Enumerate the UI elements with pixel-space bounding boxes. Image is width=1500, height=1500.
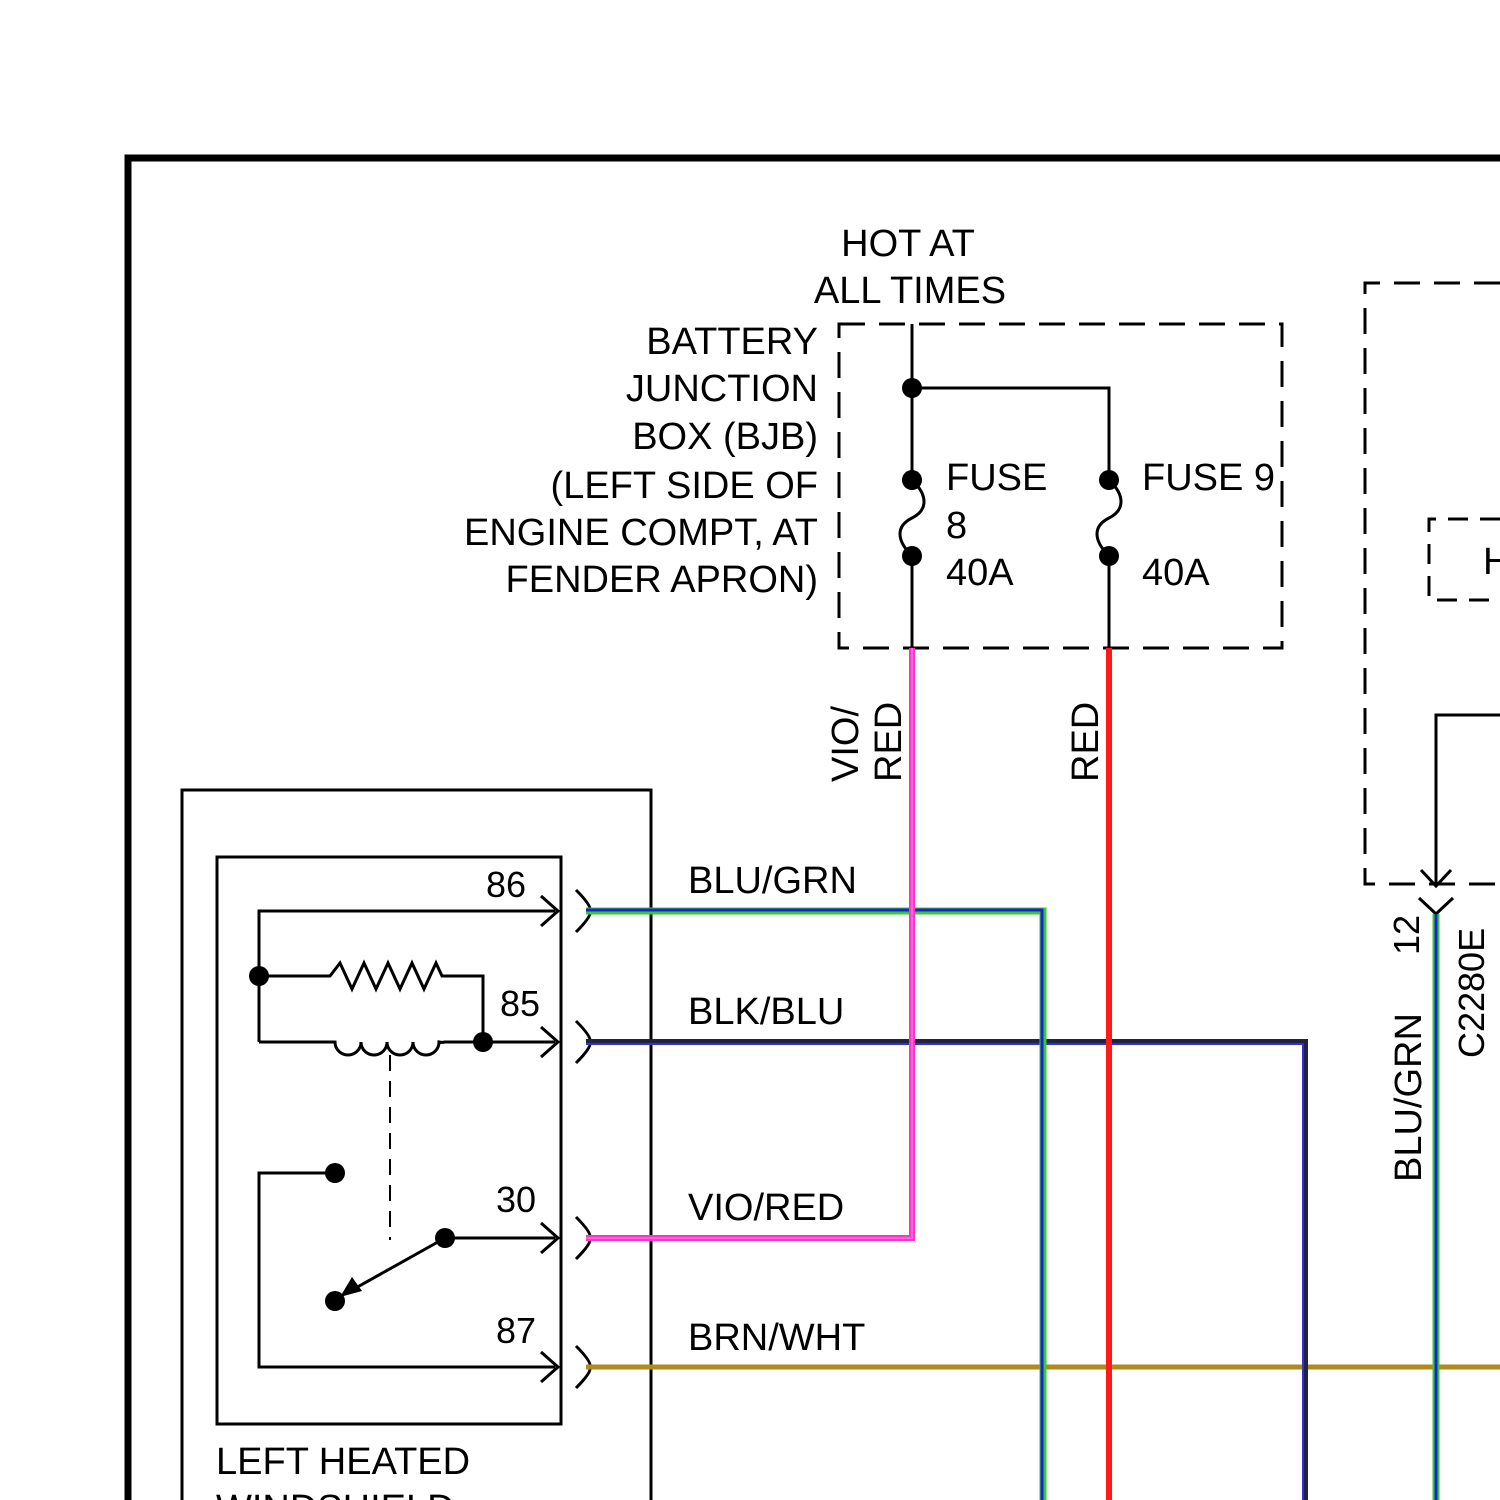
fuse8-rating: 40A xyxy=(946,552,1014,594)
wire-label-vio-red-vertical-2: RED xyxy=(868,702,910,782)
wire-label-brn-wht: BRN/WHT xyxy=(688,1317,865,1359)
relay-caption-line-2: WINDSHIELD xyxy=(216,1488,455,1500)
relay-switch-blade xyxy=(345,1238,445,1294)
bjb-name-line-3: BOX (BJB) xyxy=(632,416,818,458)
wire-blk-blu xyxy=(586,1042,1305,1500)
connector-id-c2280e: C2280E xyxy=(1451,928,1492,1058)
bjb-name-line-4: (LEFT SIDE OF xyxy=(551,465,818,507)
module-feed-line xyxy=(1436,715,1500,884)
wire-label-blk-blu: BLK/BLU xyxy=(688,991,844,1033)
fuse8-element xyxy=(900,480,924,556)
bjb-splice-dot xyxy=(902,378,922,398)
hot-at-label: HOT AT xyxy=(841,223,975,265)
fuse8-number: 8 xyxy=(946,505,967,547)
relay-pin-87: 87 xyxy=(496,1310,536,1351)
all-times-label: ALL TIMES xyxy=(814,270,1006,312)
bjb-name-line-5: ENGINE COMPT, AT xyxy=(464,512,818,554)
relay-coil xyxy=(259,1042,555,1055)
wire-label-vio-red: VIO/RED xyxy=(688,1187,844,1229)
bjb-name-line-1: BATTERY xyxy=(646,321,818,363)
wire-label-blu-grn-vertical: BLU/GRN xyxy=(1388,1013,1430,1182)
relay-caption-line-1: LEFT HEATED xyxy=(216,1441,470,1483)
fuse9-rating: 40A xyxy=(1142,552,1210,594)
wire-label-blu-grn: BLU/GRN xyxy=(688,860,857,902)
relay-coil-junction-right xyxy=(473,1032,493,1052)
relay-switch-arrowhead xyxy=(340,1277,362,1297)
right-module-box xyxy=(1365,283,1500,884)
fuse9-element xyxy=(1097,480,1121,556)
connector-pin-12: 12 xyxy=(1386,915,1427,955)
right-module-partial-label: H xyxy=(1483,541,1500,583)
relay-pin-30: 30 xyxy=(496,1179,536,1220)
bjb-name-line-2: JUNCTION xyxy=(626,368,818,410)
wire-label-red-vertical: RED xyxy=(1065,702,1107,782)
connector-c2280e-jack xyxy=(1419,898,1453,914)
relay-nc-contact xyxy=(325,1163,345,1183)
wire-blk-blu-stripe xyxy=(586,1044,1303,1500)
relay-resistor xyxy=(259,963,483,1042)
bjb-name-line-6: FENDER APRON) xyxy=(506,559,818,601)
fuse9-title: FUSE 9 xyxy=(1142,457,1275,499)
relay-no-contact xyxy=(325,1291,345,1311)
relay-pin-86: 86 xyxy=(486,864,526,905)
fuse8-title: FUSE xyxy=(946,457,1047,499)
relay-pin-85: 85 xyxy=(500,983,540,1024)
wire-label-vio-red-vertical-1: VIO/ xyxy=(825,706,867,782)
